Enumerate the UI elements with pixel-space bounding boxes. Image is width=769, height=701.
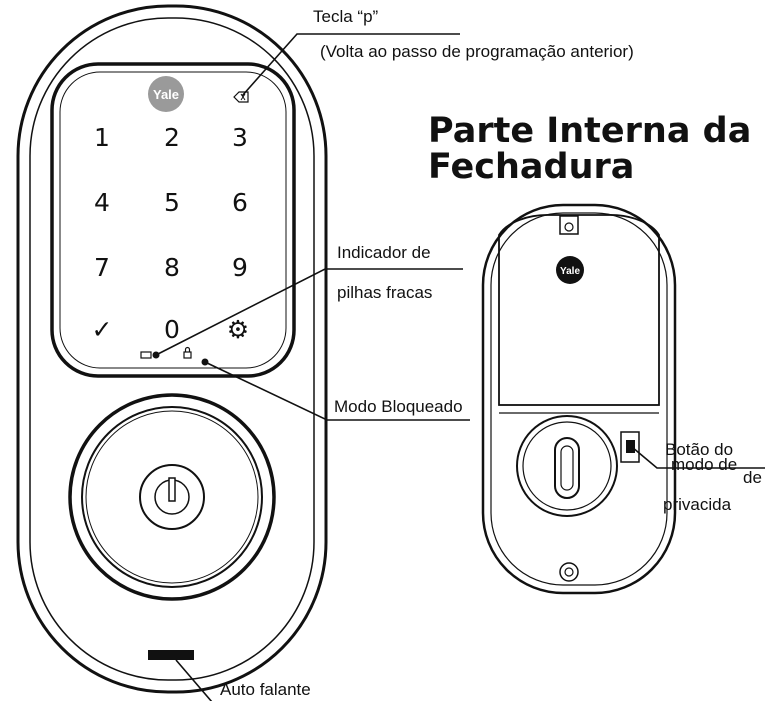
key-1[interactable]: 1	[94, 123, 110, 152]
touch-keypad: Yale 1 2 3 4 5 6 7 8 9 ✓ 0 ⚙	[50, 62, 296, 378]
battery-cover	[498, 214, 660, 406]
botao-label-2a: modo de	[671, 455, 737, 474]
modo-bloqueado-label: Modo Bloqueado	[334, 397, 463, 416]
exterior-inner-body	[29, 17, 315, 681]
key-3[interactable]: 3	[232, 123, 248, 152]
keyway-icon	[168, 477, 176, 502]
key-cylinder	[68, 393, 276, 601]
key-5[interactable]: 5	[164, 188, 180, 217]
tecla-p-description: (Volta ao passo de programação anterior)	[320, 42, 634, 61]
indicador-leader	[155, 268, 463, 356]
privacy-button[interactable]	[620, 431, 640, 463]
bottom-screw	[559, 562, 579, 582]
botao-leader	[631, 446, 765, 469]
tecla-p-label: Tecla “p”	[313, 7, 379, 26]
key-0[interactable]: 0	[164, 315, 180, 344]
keypad-screen	[50, 62, 296, 378]
tecla-p-leader	[241, 33, 460, 97]
interior-yale-logo-text: Yale	[560, 266, 580, 277]
gear-key-icon[interactable]: ⚙	[227, 315, 249, 344]
keypad-yale-logo	[148, 76, 184, 112]
thumb-turn[interactable]	[516, 415, 618, 517]
p-key-icon[interactable]	[233, 91, 249, 103]
key-8[interactable]: 8	[164, 253, 180, 282]
interior-yale-logo	[556, 256, 584, 284]
exterior-lock: Yale 1 2 3 4 5 6 7 8 9 ✓ 0 ⚙	[16, 4, 328, 694]
exterior-outer-body	[16, 4, 328, 694]
botao-label-3: privacida	[663, 495, 732, 514]
indicador-label-1: Indicador de	[337, 243, 431, 262]
key-check[interactable]: ✓	[92, 315, 113, 344]
speaker-slot	[148, 650, 194, 660]
lock-mode-icon	[183, 346, 209, 366]
key-7[interactable]: 7	[94, 253, 110, 282]
modo-bloqueado-leader	[204, 361, 470, 421]
key-2[interactable]: 2	[164, 123, 180, 152]
indicador-label-2: pilhas fracas	[337, 283, 432, 302]
title-line-2: Fechadura	[428, 147, 634, 187]
title-line-1: Parte Interna da	[428, 111, 751, 151]
top-screw	[564, 222, 574, 232]
key-4[interactable]: 4	[94, 188, 110, 217]
auto-falante-leader	[175, 659, 213, 701]
key-9[interactable]: 9	[232, 253, 248, 282]
botao-label-2b: de	[743, 468, 762, 487]
interior-outer-body	[481, 203, 677, 595]
auto-falante-label: Auto falante	[220, 680, 311, 699]
keypad-yale-logo-text: Yale	[153, 87, 179, 102]
key-6[interactable]: 6	[232, 188, 248, 217]
interior-lock: Yale	[481, 203, 677, 595]
keypad-screen-inner	[59, 71, 287, 369]
botao-label-1: Botão do	[665, 440, 733, 459]
interior-inner-body	[490, 212, 668, 586]
